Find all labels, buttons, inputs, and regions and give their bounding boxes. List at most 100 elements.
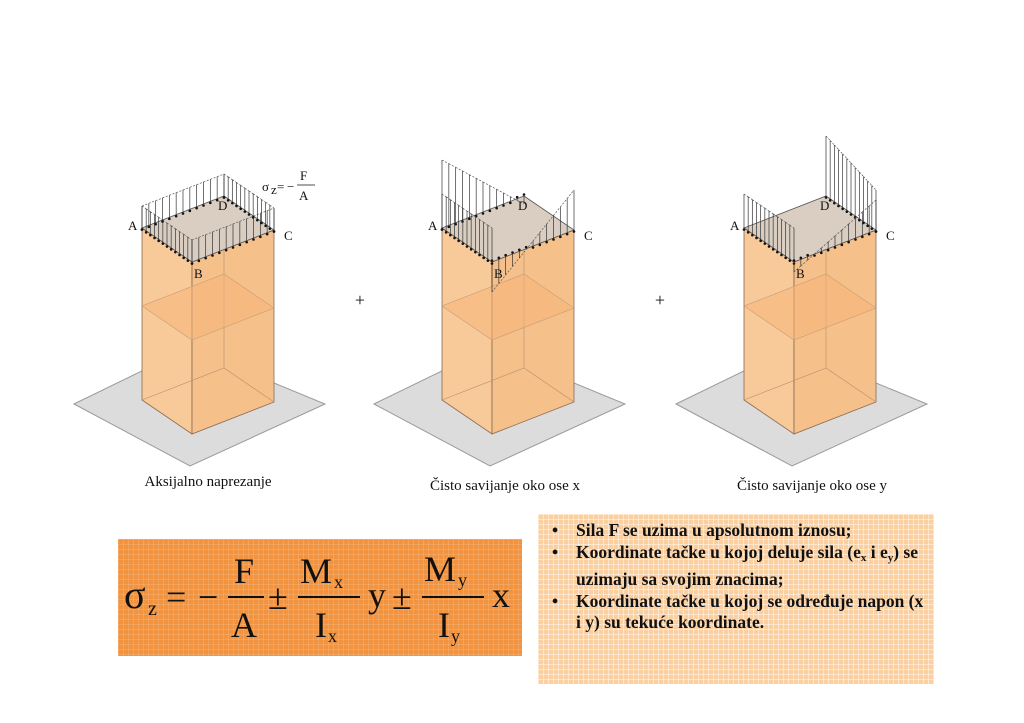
stress-envelope [158,217,164,221]
arrow-head [157,239,160,243]
arrow-head [272,230,276,233]
note-2-sub-y: y [887,551,894,564]
stress-envelope [448,163,456,168]
stress-envelope [166,222,172,227]
stress-envelope [189,184,197,188]
stress-envelope [475,216,480,220]
note-item-2: Koordinate tačke u kojoj deluje sila (ex… [550,542,926,591]
stress-envelope [519,249,527,259]
point-label-d: D [820,198,829,213]
stress-sub: z [271,182,277,197]
stress-envelope [827,235,836,243]
stress-envelope [253,213,261,217]
arrow-head [751,233,754,237]
stress-envelope [862,205,870,213]
point-label-b: B [194,266,203,281]
arrow-head [245,240,248,244]
stress-envelope [807,253,815,261]
arrow-head [538,243,542,247]
stress-num: F [300,168,307,183]
stress-envelope [479,219,484,223]
stress-envelope [489,185,497,190]
stress-envelope [841,223,849,231]
arrow-head [204,256,207,260]
stress-envelope [248,190,254,195]
panel-caption: Čisto savijanje oko ose y [737,477,887,494]
note-3-text: Koordinate tačke u kojoj se određuje nap… [576,590,924,633]
arrow-head [495,206,498,210]
note-2-text-b: i e [866,541,888,562]
stress-envelope [829,140,835,146]
stress-diagram-arrows [742,135,878,273]
arrow-head [780,253,783,257]
stress-envelope [469,174,477,179]
stress-envelope [458,205,464,209]
arrow-head [154,222,157,226]
arrow-head [265,232,269,236]
stress-envelope [183,234,189,238]
arrow-head [874,230,878,233]
formula-iy-sub: y [451,626,460,646]
stress-envelope [532,232,541,242]
stress-envelope [212,229,220,233]
stress-envelope [871,185,877,191]
stress-den: A [299,188,309,203]
note-item-1: Sila F se uzima u apsolutnom iznosu; [550,520,926,542]
stress-envelope [155,197,163,201]
arrow-head [174,250,177,254]
stress-envelope [747,196,753,200]
stress-envelope [176,189,184,193]
arrow-head [195,206,198,210]
arrow-head [226,199,230,202]
arrow-head [771,248,775,251]
stress-envelope [269,204,275,209]
arrow-head [468,217,471,221]
stress-envelope [466,210,472,215]
arrow-head [847,240,850,244]
stress-envelope [196,181,204,185]
stress-envelope [868,199,877,207]
arrow-head [828,199,832,202]
stress-sign: − [287,179,294,194]
stress-envelope [441,159,449,164]
stress-envelope [834,144,839,150]
arrow-head [849,213,853,216]
formula-mx-num: M [300,551,333,591]
arrow-head [788,259,792,262]
stress-envelope [265,202,271,206]
arrow-head [140,228,144,231]
arrow-head [559,235,562,239]
stress-envelope [450,199,455,203]
arrow-head [826,248,830,252]
panel-caption: Čisto savijanje oko ose x [430,477,580,494]
stress-envelope [560,198,568,208]
arrow-head [478,253,481,257]
arrow-head [866,224,869,228]
stress-envelope [219,226,227,230]
arrow-head [509,201,512,205]
arrow-head [149,233,152,237]
stress-envelope [470,213,476,217]
arrow-head [545,240,548,244]
stress-envelope [244,187,250,192]
arrow-head [165,245,169,248]
stress-envelope [814,247,822,255]
stress-envelope [491,283,500,293]
arrow-head [481,212,485,215]
arrow-head [168,217,171,221]
arrow-head [824,196,828,199]
section-plane [441,273,575,341]
arrow-head [572,230,576,233]
arrow-head [247,213,251,216]
stress-envelope [445,196,451,200]
formula-sigma: σ [124,572,146,617]
stress-envelope [846,158,852,164]
stress-envelope [487,224,493,229]
panel-caption: Aksijalno naprezanje [144,474,271,490]
stress-envelope [848,217,856,225]
arrow-head [440,228,444,231]
arrow-head [215,198,219,202]
arrow-head [178,253,181,257]
